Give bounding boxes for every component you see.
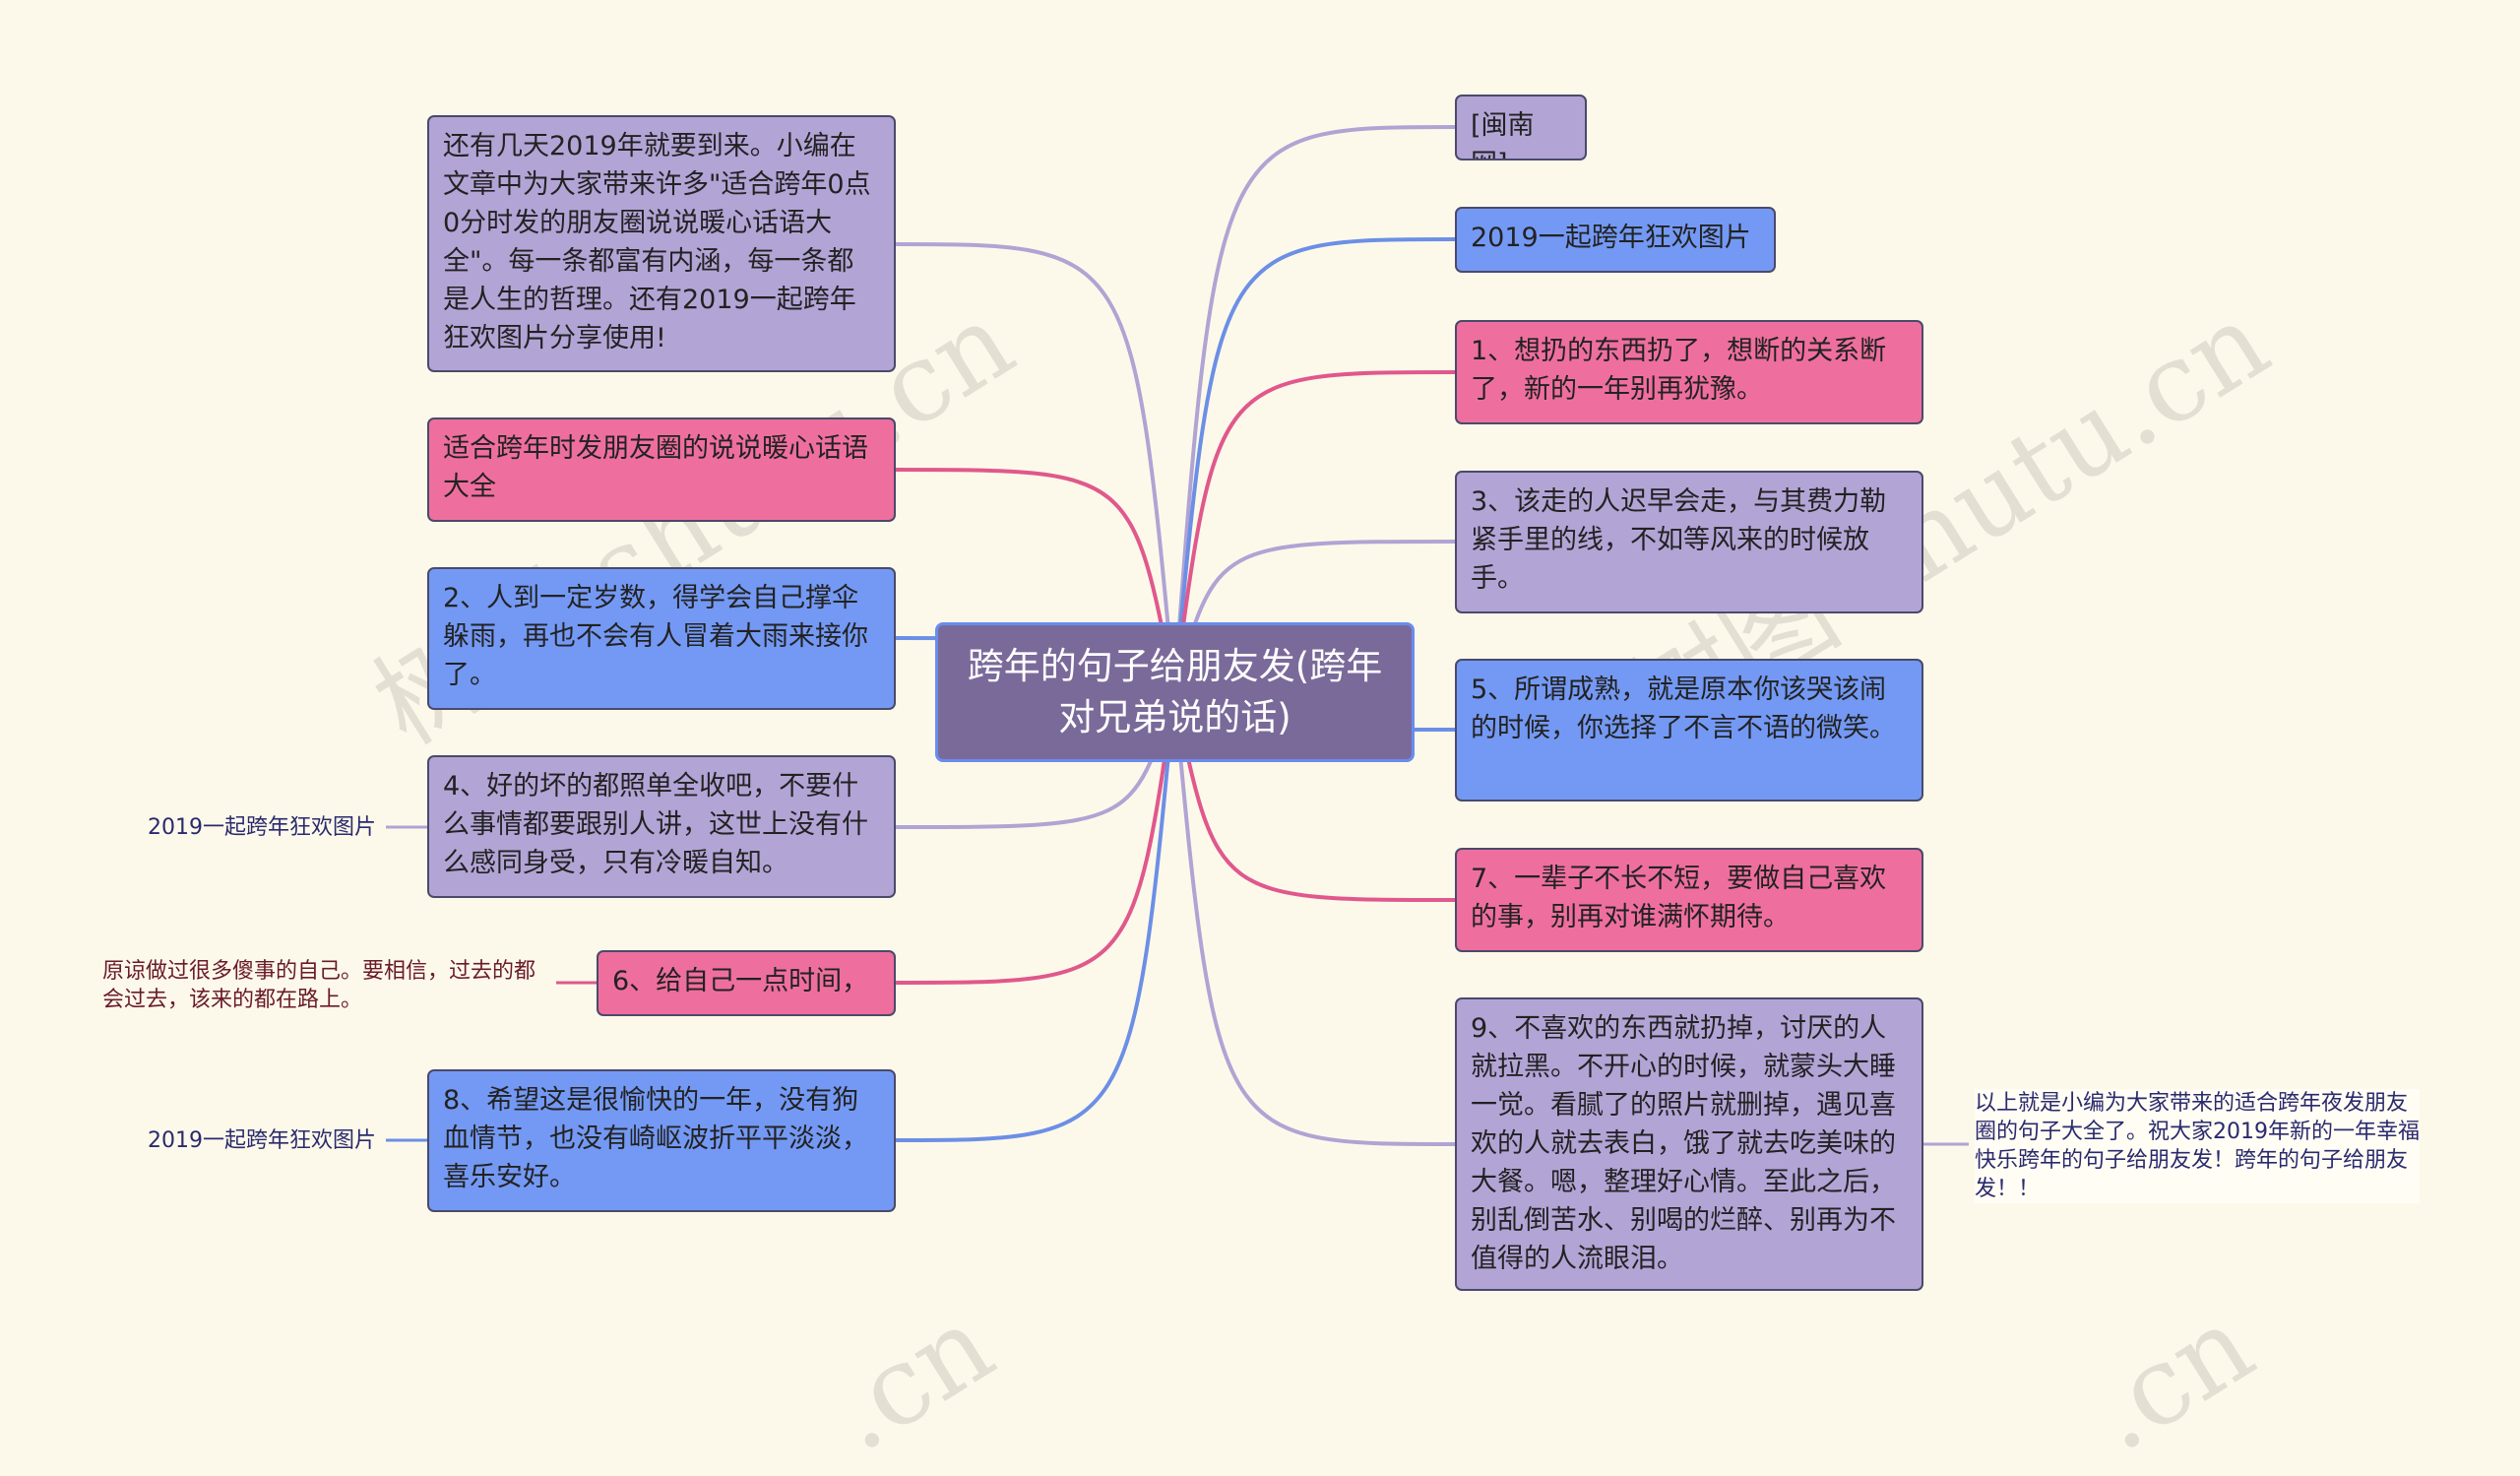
connector-curve bbox=[1172, 237, 1456, 693]
right-node-5[interactable]: 5、所谓成熟，就是原本你该哭该闹的时候，你选择了不言不语的微笑。 bbox=[1455, 659, 1923, 802]
leaf-summary: 以上就是小编为大家带来的适合跨年夜发朋友圈的句子大全了。祝大家2019年新的一年… bbox=[1975, 1089, 2420, 1203]
right-node-image-link[interactable]: 2019一起跨年狂欢图片 bbox=[1455, 207, 1776, 273]
right-node-7[interactable]: 7、一辈子不长不短，要做自己喜欢的事，别再对谁满怀期待。 bbox=[1455, 848, 1923, 952]
left-node-8[interactable]: 8、希望这是很愉快的一年，没有狗血情节，也没有崎岖波折平平淡淡，喜乐安好。 bbox=[427, 1069, 896, 1212]
leaf-note-forgive: 原谅做过很多傻事的自己。要相信，过去的都会过去，该来的都在路上。 bbox=[102, 959, 536, 1012]
center-topic[interactable]: 跨年的句子给朋友发(跨年对兄弟说的话) bbox=[935, 622, 1415, 762]
connector-curve bbox=[895, 691, 1176, 985]
connector-curve bbox=[1172, 370, 1456, 693]
left-node-6[interactable]: 6、给自己一点时间， bbox=[597, 950, 896, 1016]
left-node-title[interactable]: 适合跨年时发朋友圈的说说暖心话语大全 bbox=[427, 417, 896, 522]
connector-curve bbox=[895, 691, 1176, 1142]
right-node-3[interactable]: 3、该走的人迟早会走，与其费力勒紧手里的线，不如等风来的时候放手。 bbox=[1455, 471, 1923, 613]
left-node-intro[interactable]: 还有几天2019年就要到来。小编在文章中为大家带来许多"适合跨年0点0分时发的朋… bbox=[427, 115, 896, 372]
connector-curve bbox=[895, 468, 1176, 693]
connector-curve bbox=[1172, 691, 1456, 1146]
connector-curve bbox=[1172, 691, 1456, 902]
leaf-image-link[interactable]: 2019一起跨年狂欢图片 bbox=[148, 1128, 376, 1153]
right-node-1[interactable]: 1、想扔的东西扔了，想断的关系断了，新的一年别再犹豫。 bbox=[1455, 320, 1923, 424]
connector-curve bbox=[895, 242, 1176, 693]
left-node-2[interactable]: 2、人到一定岁数，得学会自己撑伞躲雨，再也不会有人冒着大雨来接你了。 bbox=[427, 567, 896, 710]
right-node-9[interactable]: 9、不喜欢的东西就扔掉，讨厌的人就拉黑。不开心的时候，就蒙头大睡一觉。看腻了的照… bbox=[1455, 997, 1923, 1291]
right-node-source[interactable]: [闽南网] bbox=[1455, 95, 1587, 160]
connector-curve bbox=[1172, 125, 1456, 693]
left-node-4[interactable]: 4、好的坏的都照单全收吧，不要什么事情都要跟别人讲，这世上没有什么感同身受，只有… bbox=[427, 755, 896, 898]
mindmap-canvas: 树图 shutu.cn 树图 shutu.cn .cn .cn 跨年的句子给朋友… bbox=[102, 95, 2420, 1476]
leaf-image-link[interactable]: 2019一起跨年狂欢图片 bbox=[148, 815, 376, 840]
